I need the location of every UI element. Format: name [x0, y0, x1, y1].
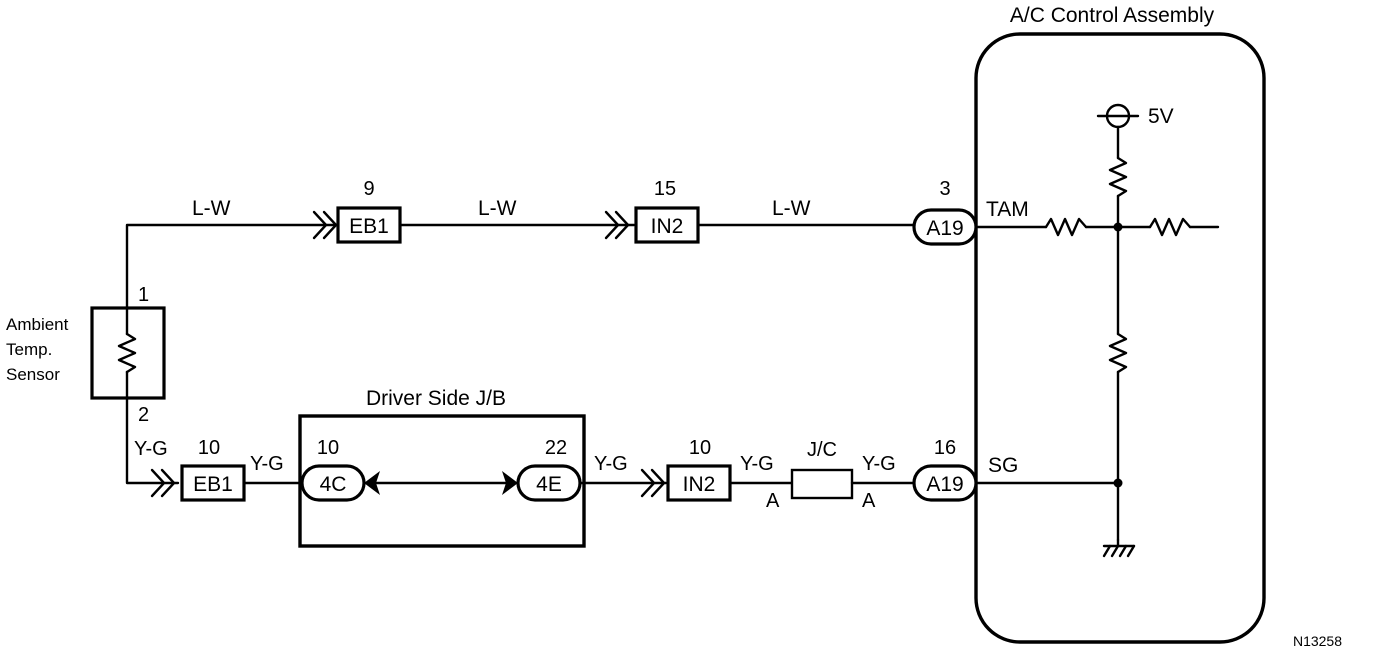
tam-input-resistor-icon — [1044, 217, 1088, 237]
assembly-title: A/C Control Assembly — [1010, 4, 1215, 27]
connector-eb1-upper — [336, 206, 402, 244]
connector-name: IN2 — [651, 215, 684, 238]
wire-color-label: Y-G — [250, 453, 284, 475]
connector-name: A19 — [926, 473, 963, 496]
jc-right-pin: A — [862, 490, 876, 512]
sg-terminal-label: SG — [988, 454, 1018, 477]
ground-icon — [1102, 544, 1136, 558]
jb-terminal-icon — [364, 471, 380, 495]
sensor-name-line-1: Ambient — [6, 315, 69, 334]
connector-name: 4C — [320, 473, 347, 496]
lower-circuit: Y-G EB1 10 Y-G Driver Side J/B 4C 10 4E … — [125, 387, 978, 548]
connector-name: 4E — [536, 473, 562, 496]
connector-name: EB1 — [349, 215, 389, 238]
tam-terminal-label: TAM — [986, 198, 1029, 221]
wire-color-label: Y-G — [740, 453, 774, 475]
connector-arrow-icon — [604, 210, 620, 240]
driver-side-jb-box — [298, 414, 586, 548]
connector-name: IN2 — [683, 473, 716, 496]
wire-color-label: L-W — [478, 197, 517, 220]
divider-resistor-icon — [1108, 332, 1128, 374]
jb-terminal-icon — [502, 471, 518, 495]
wire-color-label: Y-G — [862, 453, 896, 475]
supply-voltage-label: 5V — [1148, 105, 1174, 128]
sensor-name-line-2: Temp. — [6, 340, 52, 359]
connector-in2-upper — [634, 206, 700, 244]
connector-arrow-icon — [640, 468, 656, 498]
connector-name: EB1 — [193, 473, 233, 496]
wire-color-label: L-W — [192, 197, 231, 220]
junction-dot — [1113, 478, 1123, 488]
jc-title: J/C — [807, 439, 837, 461]
connector-pin: 16 — [934, 437, 956, 459]
ambient-temp-sensor: Ambient Temp. Sensor 1 2 — [6, 284, 166, 426]
connector-pin: 10 — [198, 437, 220, 459]
wire-segment — [125, 223, 336, 310]
connector-pin: 10 — [317, 437, 339, 459]
junction-connector-jc — [790, 468, 854, 500]
ac-control-assembly-box — [974, 32, 1266, 644]
connector-pin: 3 — [939, 178, 950, 200]
connector-eb1-lower — [180, 464, 246, 502]
wire-segment — [125, 396, 180, 485]
figure-id: N13258 — [1293, 633, 1342, 649]
assembly-internal-circuit: 5V TAM SG — [974, 103, 1220, 558]
output-resistor-icon — [1148, 217, 1192, 237]
connector-name: A19 — [926, 217, 963, 240]
sensor-pin-1-label: 1 — [138, 284, 149, 306]
connector-pin: 15 — [654, 178, 676, 200]
connector-arrow-icon — [312, 210, 328, 240]
wire-color-label: Y-G — [134, 438, 168, 460]
sensor-pin-2-label: 2 — [138, 404, 149, 426]
pullup-resistor-icon — [1108, 156, 1128, 198]
upper-circuit: L-W EB1 9 L-W IN2 15 L-W A19 3 — [125, 178, 978, 310]
connector-pin: 22 — [545, 437, 567, 459]
connector-pin: 10 — [689, 437, 711, 459]
thermistor-icon — [117, 332, 137, 374]
jb-title: Driver Side J/B — [366, 387, 506, 410]
connector-arrow-icon — [150, 468, 166, 498]
wire-color-label: Y-G — [594, 453, 628, 475]
wire-color-label: L-W — [772, 197, 811, 220]
connector-a19-upper — [912, 208, 978, 246]
connector-a19-lower — [912, 464, 978, 502]
jc-left-pin: A — [766, 490, 780, 512]
sensor-name-line-3: Sensor — [6, 365, 60, 384]
connector-pin: 9 — [363, 178, 374, 200]
